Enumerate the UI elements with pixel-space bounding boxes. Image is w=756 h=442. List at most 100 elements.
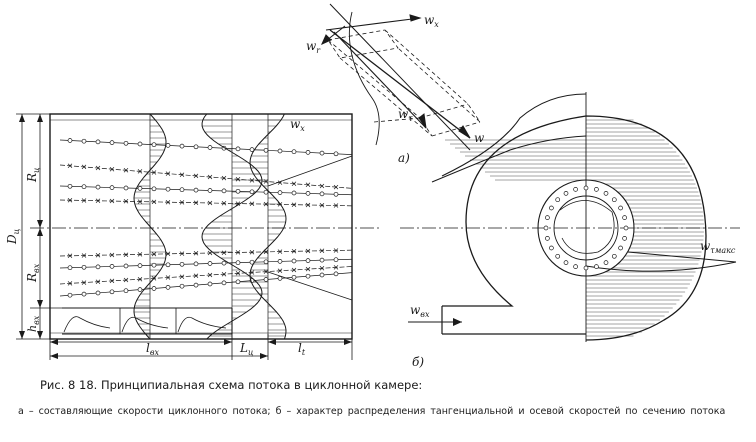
flow-marker-circle bbox=[109, 289, 115, 295]
flow-marker-circle bbox=[235, 146, 241, 152]
flow-marker-circle bbox=[137, 186, 143, 191]
flow-marker-circle bbox=[81, 291, 87, 297]
flow-marker-cross bbox=[263, 179, 269, 184]
chamber-longitudinal-section bbox=[30, 113, 380, 340]
flow-marker-cross bbox=[277, 249, 283, 254]
flow-marker-cross bbox=[123, 252, 129, 257]
flow-marker-circle bbox=[165, 262, 171, 268]
flow-marker-circle bbox=[305, 258, 311, 263]
flow-marker-cross bbox=[249, 178, 255, 183]
flow-marker-cross bbox=[319, 183, 325, 189]
flow-marker-cross bbox=[179, 274, 185, 279]
flow-marker-circle bbox=[305, 191, 311, 196]
wx-vector bbox=[325, 17, 421, 31]
flow-marker-cross bbox=[305, 248, 311, 254]
flow-marker-circle bbox=[221, 260, 227, 266]
flow-marker-circle bbox=[137, 141, 143, 147]
flow-marker-circle bbox=[319, 272, 325, 278]
flow-marker-circle bbox=[263, 147, 269, 153]
ring-marker bbox=[555, 253, 561, 259]
flow-marker-cross bbox=[291, 202, 297, 207]
flow-marker-cross bbox=[249, 201, 255, 207]
ring-marker bbox=[611, 197, 617, 203]
flow-marker-circle bbox=[235, 260, 241, 266]
flow-marker-cross bbox=[81, 164, 87, 170]
flow-marker-cross bbox=[221, 271, 227, 277]
inlet-jet-profile bbox=[177, 316, 227, 333]
inner-flow-lobe bbox=[559, 200, 615, 254]
flow-marker-cross bbox=[291, 267, 297, 273]
inlet-jet-profile bbox=[121, 316, 169, 333]
flow-marker-circle bbox=[333, 271, 339, 277]
flow-marker-cross bbox=[333, 184, 339, 190]
flow-marker-circle bbox=[235, 188, 241, 194]
outer-spiral-lobe bbox=[441, 93, 587, 177]
flow-marker-cross bbox=[67, 163, 73, 169]
flow-marker-cross bbox=[151, 251, 157, 257]
velocity-profile-hatching bbox=[134, 113, 704, 337]
flow-marker-circle bbox=[263, 259, 269, 265]
flow-marker-circle bbox=[165, 186, 171, 192]
flow-marker-circle bbox=[137, 263, 143, 268]
flow-marker-circle bbox=[151, 186, 157, 192]
flow-marker-cross bbox=[179, 172, 185, 178]
flow-marker-cross bbox=[179, 200, 185, 205]
wr-vector-label: wr bbox=[306, 39, 321, 55]
flow-marker-cross bbox=[221, 175, 227, 181]
flow-marker-circle bbox=[319, 191, 325, 197]
flow-marker-circle bbox=[221, 280, 227, 286]
exit-ring-markers bbox=[543, 185, 629, 271]
flow-marker-cross bbox=[137, 199, 143, 204]
streamline bbox=[59, 139, 353, 155]
flow-marker-cross bbox=[165, 199, 171, 205]
flow-line-markers bbox=[59, 138, 353, 298]
flow-marker-circle bbox=[193, 144, 199, 150]
ring-marker bbox=[618, 245, 623, 251]
arrowhead bbox=[37, 114, 43, 122]
ring-marker bbox=[623, 225, 629, 231]
ring-marker bbox=[603, 191, 609, 196]
wtau-vector-label: wτ bbox=[398, 107, 413, 123]
flow-marker-circle bbox=[123, 140, 129, 146]
arrowhead bbox=[344, 339, 352, 345]
flow-marker-cross bbox=[263, 201, 269, 207]
exit-ring-outer bbox=[537, 179, 635, 277]
panel-a-label: а) bbox=[398, 151, 410, 165]
panel-b-label: б) bbox=[412, 355, 424, 369]
chamber-cross-section bbox=[400, 92, 740, 342]
spiral-volute bbox=[442, 115, 707, 341]
flow-marker-cross bbox=[235, 176, 241, 182]
ring-marker bbox=[545, 236, 550, 241]
flow-marker-circle bbox=[165, 143, 171, 148]
flow-marker-cross bbox=[67, 197, 73, 203]
flow-marker-cross bbox=[207, 272, 213, 278]
exit-guide-line bbox=[267, 155, 353, 187]
velocity-profile-curve bbox=[201, 113, 263, 340]
flow-marker-circle bbox=[109, 264, 115, 269]
flow-marker-circle bbox=[333, 191, 339, 197]
arrowhead bbox=[19, 114, 25, 122]
ring-marker bbox=[583, 185, 589, 191]
flow-marker-circle bbox=[291, 258, 297, 264]
flow-marker-cross bbox=[221, 250, 227, 255]
flow-marker-cross bbox=[123, 168, 129, 173]
flow-marker-circle bbox=[249, 189, 255, 195]
flow-marker-cross bbox=[81, 280, 87, 285]
ring-marker bbox=[563, 191, 569, 196]
ring-marker bbox=[622, 236, 627, 241]
ring-marker bbox=[545, 215, 550, 220]
Dc-label: Dц bbox=[5, 228, 21, 245]
ring-marker bbox=[594, 187, 599, 192]
arrowhead bbox=[50, 353, 58, 359]
flow-marker-cross bbox=[235, 271, 241, 276]
flow-marker-circle bbox=[333, 151, 339, 157]
flow-marker-circle bbox=[151, 142, 157, 148]
flow-marker-cross bbox=[137, 169, 143, 174]
arrowhead bbox=[37, 220, 43, 228]
lt-label: lt bbox=[298, 341, 306, 357]
ring-marker bbox=[622, 215, 627, 220]
arrowhead bbox=[458, 125, 471, 139]
flow-marker-circle bbox=[207, 188, 213, 193]
chamber-outline bbox=[49, 113, 353, 340]
flow-marker-circle bbox=[319, 257, 325, 263]
